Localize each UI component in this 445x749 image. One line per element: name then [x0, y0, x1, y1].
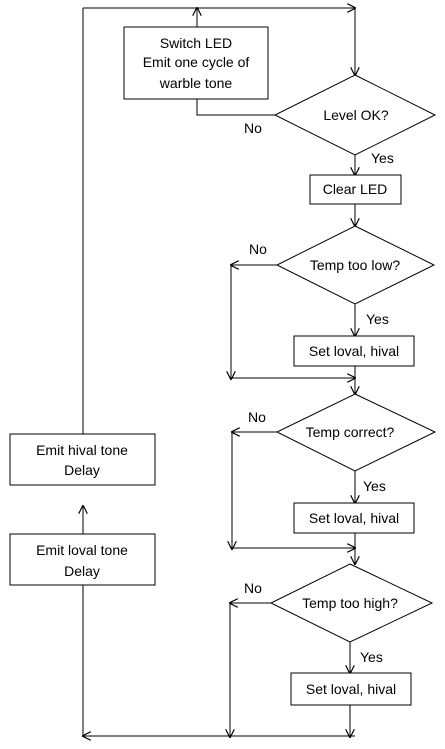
temp-high-no-label: No: [244, 580, 262, 596]
emit-hival-box: Emit hival tone Delay: [9, 433, 156, 486]
switch-led-line-2: Emit one cycle of: [143, 54, 250, 70]
switch-led-box: Switch LED Emit one cycle of warble tone: [123, 26, 269, 100]
temp-high-yes-label: Yes: [360, 649, 383, 665]
temp-too-high-decision: Temp too high?: [269, 563, 434, 643]
switch-led-line-1: Switch LED: [160, 35, 232, 51]
level-ok-decision: Level OK?: [273, 74, 437, 156]
temp-low-yes-label: Yes: [366, 311, 389, 327]
clear-led-label: Clear LED: [323, 181, 388, 197]
level-no-label: No: [244, 120, 262, 136]
set-loval-hival-label-3: Set loval, hival: [306, 681, 396, 697]
temp-too-high-label: Temp too high?: [302, 595, 398, 611]
set-loval-hival-box-3: Set loval, hival: [290, 672, 412, 706]
level-yes-label: Yes: [371, 150, 394, 166]
emit-loval-line-1: Emit loval tone: [36, 542, 128, 558]
temp-too-low-decision: Temp too low?: [275, 225, 436, 305]
emit-hival-line-2: Delay: [64, 462, 100, 478]
switch-led-line-3: warble tone: [159, 75, 233, 91]
set-loval-hival-box-1: Set loval, hival: [293, 335, 415, 367]
level-ok-label: Level OK?: [323, 107, 389, 123]
temp-correct-decision: Temp correct?: [275, 393, 437, 472]
temp-low-no-label: No: [249, 241, 267, 257]
temp-correct-label: Temp correct?: [306, 424, 395, 440]
set-loval-hival-label-2: Set loval, hival: [309, 510, 399, 526]
set-loval-hival-box-2: Set loval, hival: [293, 502, 415, 534]
emit-loval-box: Emit loval tone Delay: [9, 533, 156, 586]
set-loval-hival-label-1: Set loval, hival: [309, 343, 399, 359]
clear-led-box: Clear LED: [309, 174, 402, 205]
connector-lines: [83, 8, 355, 737]
temp-too-low-label: Temp too low?: [310, 257, 400, 273]
emit-loval-line-2: Delay: [64, 563, 100, 579]
temp-correct-no-label: No: [248, 409, 266, 425]
temp-correct-yes-label: Yes: [363, 478, 386, 494]
emit-hival-line-1: Emit hival tone: [36, 442, 128, 458]
